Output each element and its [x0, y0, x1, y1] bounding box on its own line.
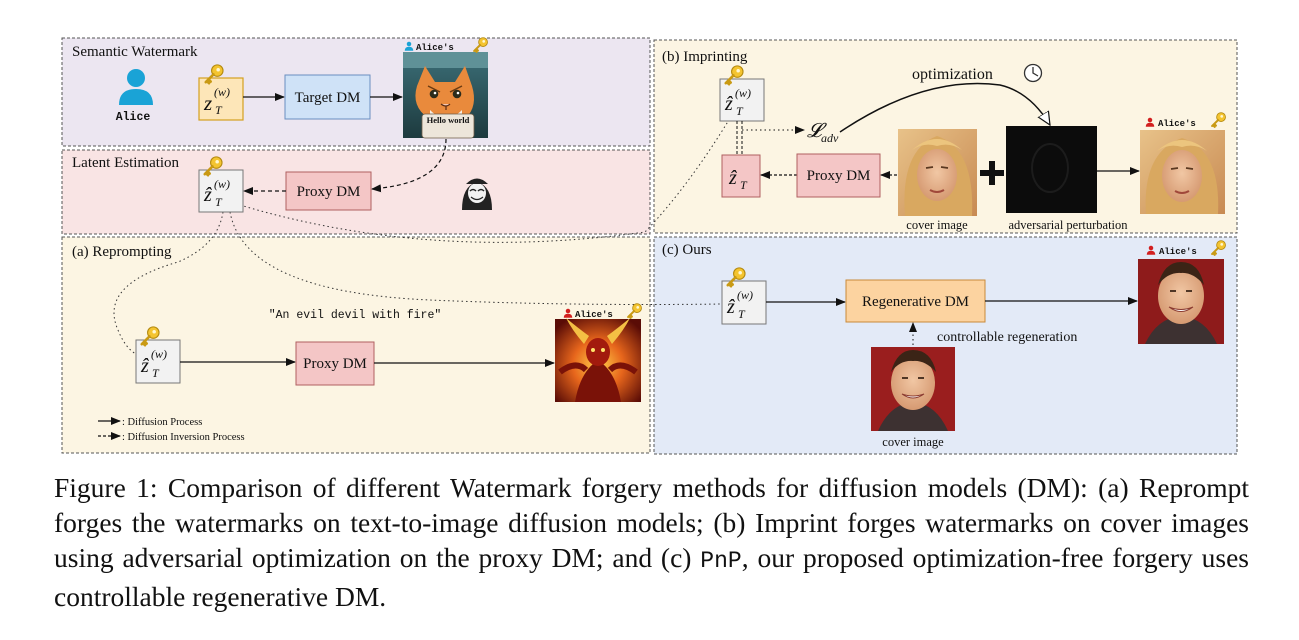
hacker-icon	[462, 178, 492, 210]
loss-subscript: adv	[821, 131, 839, 145]
svg-text:(w): (w)	[737, 288, 753, 302]
alice-watermark-tag-cat: Alice's	[404, 37, 489, 53]
svg-text:T: T	[738, 307, 746, 321]
caption-text-part2: , our proposed optimization-free forgery…	[54, 542, 1249, 612]
svg-text:ẑ: ẑ	[203, 184, 212, 206]
svg-text:ẑ: ẑ	[728, 167, 737, 189]
controllable-regeneration-label: controllable regeneration	[937, 330, 1077, 345]
alice-watermark-tag-devil: Alice's	[563, 303, 643, 320]
cover-image-label-ours: cover image	[882, 435, 944, 449]
proxy-dm-label: Proxy DM	[297, 184, 361, 200]
svg-text:(w): (w)	[214, 177, 230, 191]
reprompt-text: "An evil devil with fire"	[269, 309, 442, 322]
forged-devil-image	[555, 318, 641, 402]
legend-inversion: : Diffusion Inversion Process	[122, 432, 245, 443]
svg-text:z: z	[203, 91, 212, 115]
svg-text:(w): (w)	[735, 86, 751, 100]
alices-tag: Alice's	[1158, 119, 1196, 129]
hello-world-sign: Hello world	[427, 115, 470, 125]
target-dm-box: Target DM	[284, 74, 371, 120]
reprompt-latent-box: ẑ T (w)	[135, 326, 181, 384]
imprinting-title: (b) Imprinting	[662, 49, 748, 65]
svg-text:T: T	[736, 104, 744, 118]
svg-text:T: T	[740, 178, 748, 192]
latent-estimation-title: Latent Estimation	[72, 155, 180, 171]
dotted-connectors	[113, 109, 736, 358]
regenerative-dm-box: Regenerative DM	[845, 279, 986, 323]
clock-icon	[1023, 63, 1043, 83]
proxy-dm-label: Proxy DM	[303, 356, 367, 372]
svg-text:(w): (w)	[151, 347, 167, 361]
legend: : Diffusion Process : Diffusion Inversio…	[98, 417, 245, 443]
ours-title: (c) Ours	[662, 242, 712, 258]
forged-blonde-image	[1140, 130, 1225, 214]
forged-man-image	[1138, 259, 1224, 344]
svg-text:T: T	[215, 103, 223, 117]
cover-image-man	[871, 347, 955, 431]
alices-tag: Alice's	[1159, 247, 1197, 257]
proxy-dm-box-imprint: Proxy DM	[796, 153, 881, 198]
optimization-label: optimization	[912, 66, 993, 83]
adversarial-perturbation-image	[1006, 126, 1097, 213]
proxy-dm-box-latent: Proxy DM	[285, 171, 372, 211]
imprint-latent-box: ẑ T (w)	[719, 65, 765, 122]
estimated-latent-imprint: ẑ T	[721, 154, 761, 198]
arrow-image-to-proxy	[371, 138, 447, 193]
adversarial-perturbation-label: adversarial perturbation	[1008, 218, 1128, 232]
svg-text:ẑ: ẑ	[140, 355, 149, 377]
svg-text:(w): (w)	[214, 85, 230, 99]
svg-text:T: T	[215, 195, 223, 209]
regenerative-dm-label: Regenerative DM	[862, 294, 969, 310]
figure-caption: Figure 1: Comparison of different Waterm…	[54, 470, 1249, 614]
reprompting-title: (a) Reprompting	[72, 244, 172, 260]
plus-icon	[980, 161, 1004, 185]
caption-code-pnp: PnP	[700, 548, 742, 574]
svg-text:T: T	[152, 366, 160, 380]
cover-image-blonde	[898, 129, 977, 216]
cover-image-label-imprint: cover image	[906, 218, 968, 232]
optimization-arrow	[839, 82, 1050, 133]
estimated-latent-box: ẑ T (w)	[198, 156, 244, 213]
legend-diffusion: : Diffusion Process	[122, 417, 202, 428]
alice-watermark-tag-blonde: Alice's	[1145, 112, 1227, 129]
proxy-dm-label: Proxy DM	[807, 168, 871, 184]
svg-text:ẑ: ẑ	[724, 93, 733, 115]
proxy-dm-box-reprompt: Proxy DM	[295, 341, 375, 386]
watermark-latent-box: z T (w)	[198, 64, 244, 121]
alices-tag: Alice's	[416, 43, 454, 53]
alice-watermark-tag-man: Alice's	[1146, 240, 1227, 257]
semantic-watermark-title: Semantic Watermark	[72, 44, 198, 60]
watermarked-cat-image: Hello world	[403, 52, 488, 139]
ours-latent-box: ẑ T (w)	[721, 267, 767, 325]
alice-label: Alice	[116, 111, 151, 124]
connector-to-imprinting	[239, 109, 736, 243]
target-dm-label: Target DM	[295, 90, 361, 106]
connector-to-ours	[229, 211, 723, 305]
caption-text-part1: Figure 1: Comparison of different Waterm…	[54, 472, 1249, 573]
connector-to-reprompting	[113, 211, 224, 358]
alices-tag: Alice's	[575, 310, 613, 320]
svg-text:ẑ: ẑ	[726, 296, 735, 318]
alice-user: Alice	[116, 69, 153, 124]
